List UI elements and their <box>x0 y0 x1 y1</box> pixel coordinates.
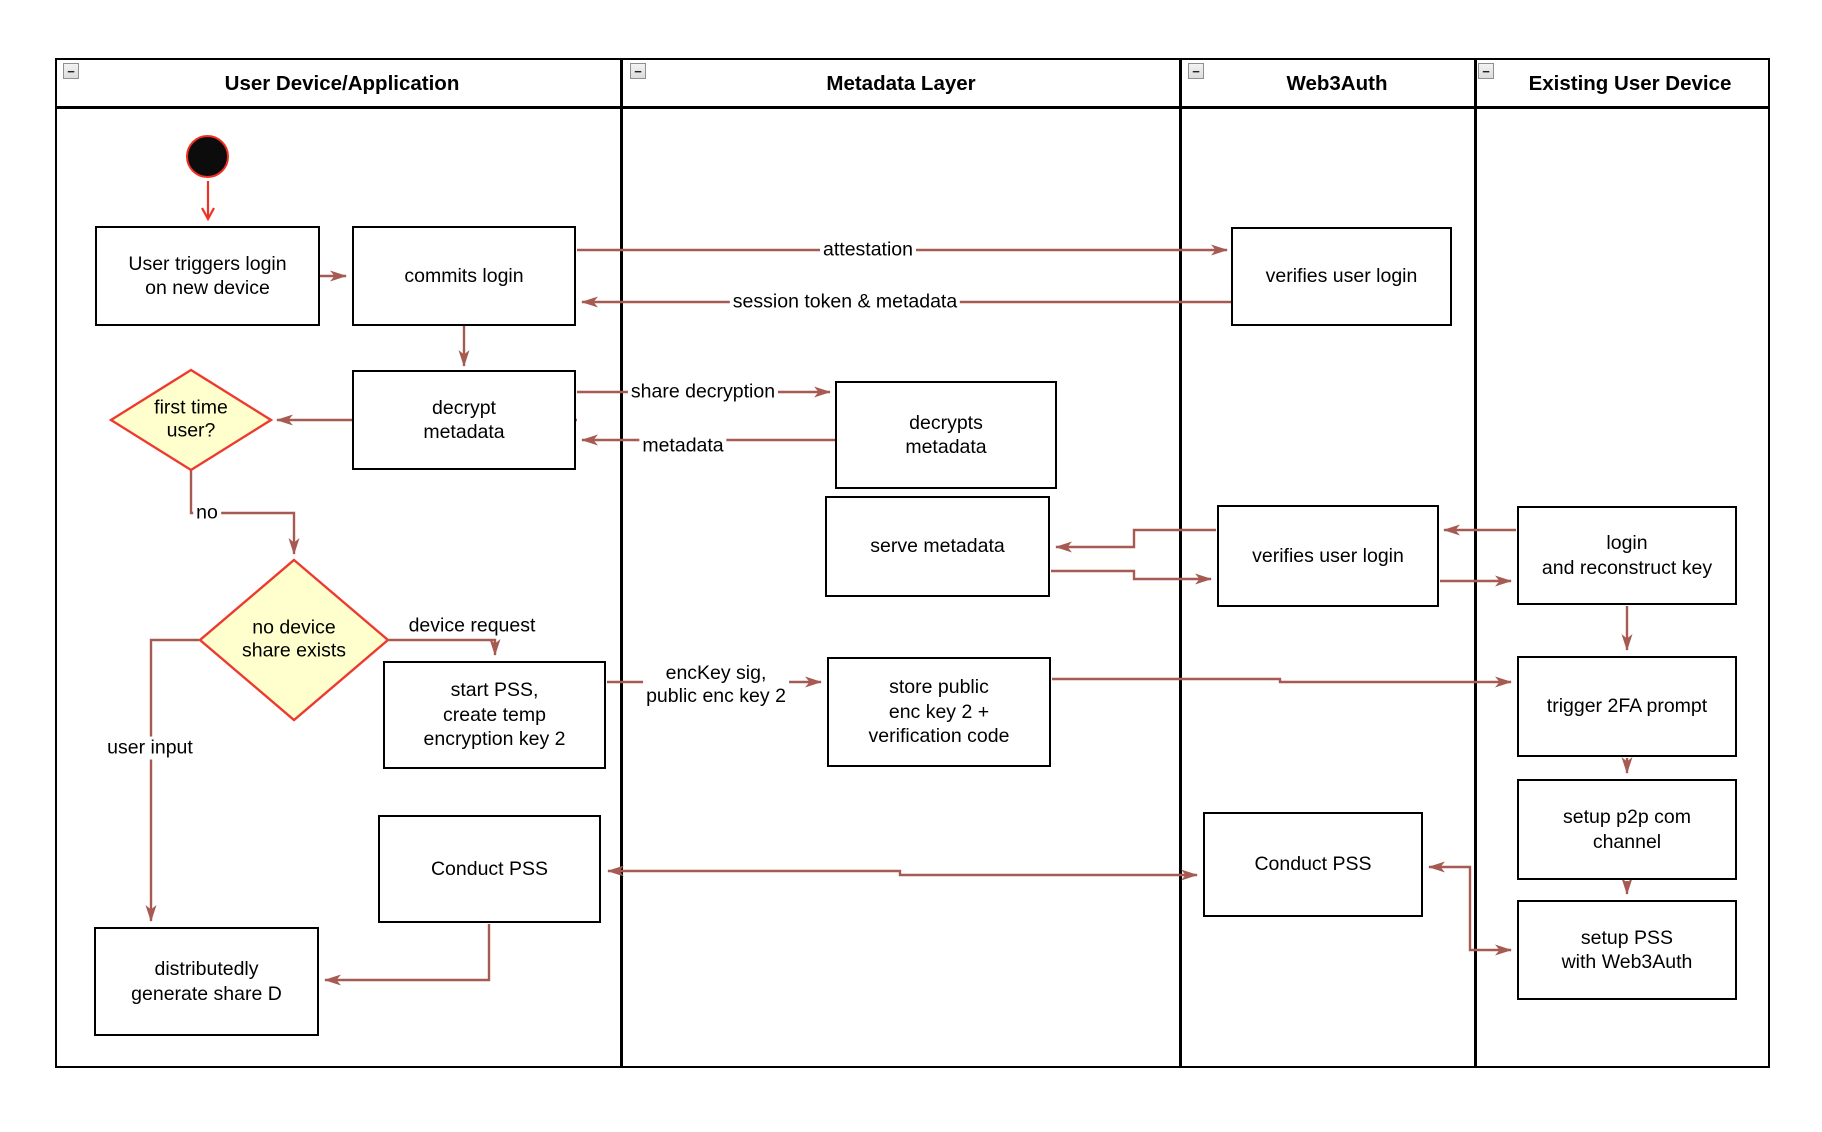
edge-verifies2-to-serve <box>1055 528 1216 553</box>
lane-title-web3auth: Web3Auth <box>1286 72 1388 95</box>
decision-first-time-user[interactable] <box>108 368 274 472</box>
node-verifies-user-login-1[interactable]: verifies user login <box>1231 227 1452 326</box>
start-node[interactable] <box>186 135 229 178</box>
edge-label-enckey-sig: encKey sig, public enc key 2 <box>643 662 789 708</box>
node-commits-login[interactable]: commits login <box>352 226 576 326</box>
node-generate-share-d[interactable]: distributedly generate share D <box>94 927 319 1036</box>
edge-label-no: no <box>193 501 221 525</box>
lane-title-user-device-application: User Device/Application <box>224 72 460 95</box>
edge-label-metadata: metadata <box>639 434 727 458</box>
edge-label-user-input: user input <box>104 736 196 760</box>
node-conduct-pss-right[interactable]: Conduct PSS <box>1203 812 1423 917</box>
node-serve-metadata[interactable]: serve metadata <box>825 496 1050 597</box>
node-trigger-2fa-prompt[interactable]: trigger 2FA prompt <box>1517 656 1737 757</box>
node-user-triggers-login[interactable]: User triggers login on new device <box>95 226 320 326</box>
lane-title-existing-user-device: Existing User Device <box>1528 72 1732 95</box>
decision-label-no-device-share: no device share exists <box>241 616 347 662</box>
collapse-icon[interactable]: − <box>63 63 79 79</box>
node-verifies-user-login-2[interactable]: verifies user login <box>1217 505 1439 607</box>
edge-no-path <box>189 470 300 555</box>
edge-conductpss-to-shareD <box>324 924 491 986</box>
edge-label-attestation: attestation <box>820 238 916 262</box>
collapse-icon[interactable]: − <box>1478 63 1494 79</box>
edge-label-device-request: device request <box>405 614 539 638</box>
edge-label-share-decryption: share decryption <box>627 380 779 404</box>
edge-user-input <box>145 638 199 922</box>
node-setup-pss-web3auth[interactable]: setup PSS with Web3Auth <box>1517 900 1737 1000</box>
node-store-public-enc-key[interactable]: store public enc key 2 + verification co… <box>827 657 1051 767</box>
node-setup-p2p-channel[interactable]: setup p2p com channel <box>1517 779 1737 880</box>
collapse-icon[interactable]: − <box>630 63 646 79</box>
edge-label-session-token: session token & metadata <box>729 290 961 314</box>
node-login-reconstruct-key[interactable]: login and reconstruct key <box>1517 506 1737 605</box>
decision-label-first-time-user: first time user? <box>154 396 228 442</box>
lane-divider-3 <box>1474 58 1477 1068</box>
edge-store-to-2fa <box>1052 676 1512 688</box>
node-start-pss[interactable]: start PSS, create temp encryption key 2 <box>383 661 606 769</box>
node-decrypts-metadata[interactable]: decrypts metadata <box>835 381 1057 489</box>
edge-conductpss-link <box>607 865 1198 881</box>
lane-title-metadata-layer: Metadata Layer <box>826 72 976 95</box>
edge-setuppss-conductpss-link <box>1428 861 1512 956</box>
diagram-frame <box>55 58 1770 1068</box>
header-divider <box>55 106 1770 109</box>
decision-no-device-share[interactable] <box>198 558 390 722</box>
edge-device-request <box>389 638 501 656</box>
node-decrypt-metadata[interactable]: decrypt metadata <box>352 370 576 470</box>
node-conduct-pss-left[interactable]: Conduct PSS <box>378 815 601 923</box>
edge-serve-to-verifies2 <box>1051 569 1212 585</box>
lane-divider-1 <box>620 58 623 1068</box>
collapse-icon[interactable]: − <box>1188 63 1204 79</box>
lane-divider-2 <box>1179 58 1182 1068</box>
